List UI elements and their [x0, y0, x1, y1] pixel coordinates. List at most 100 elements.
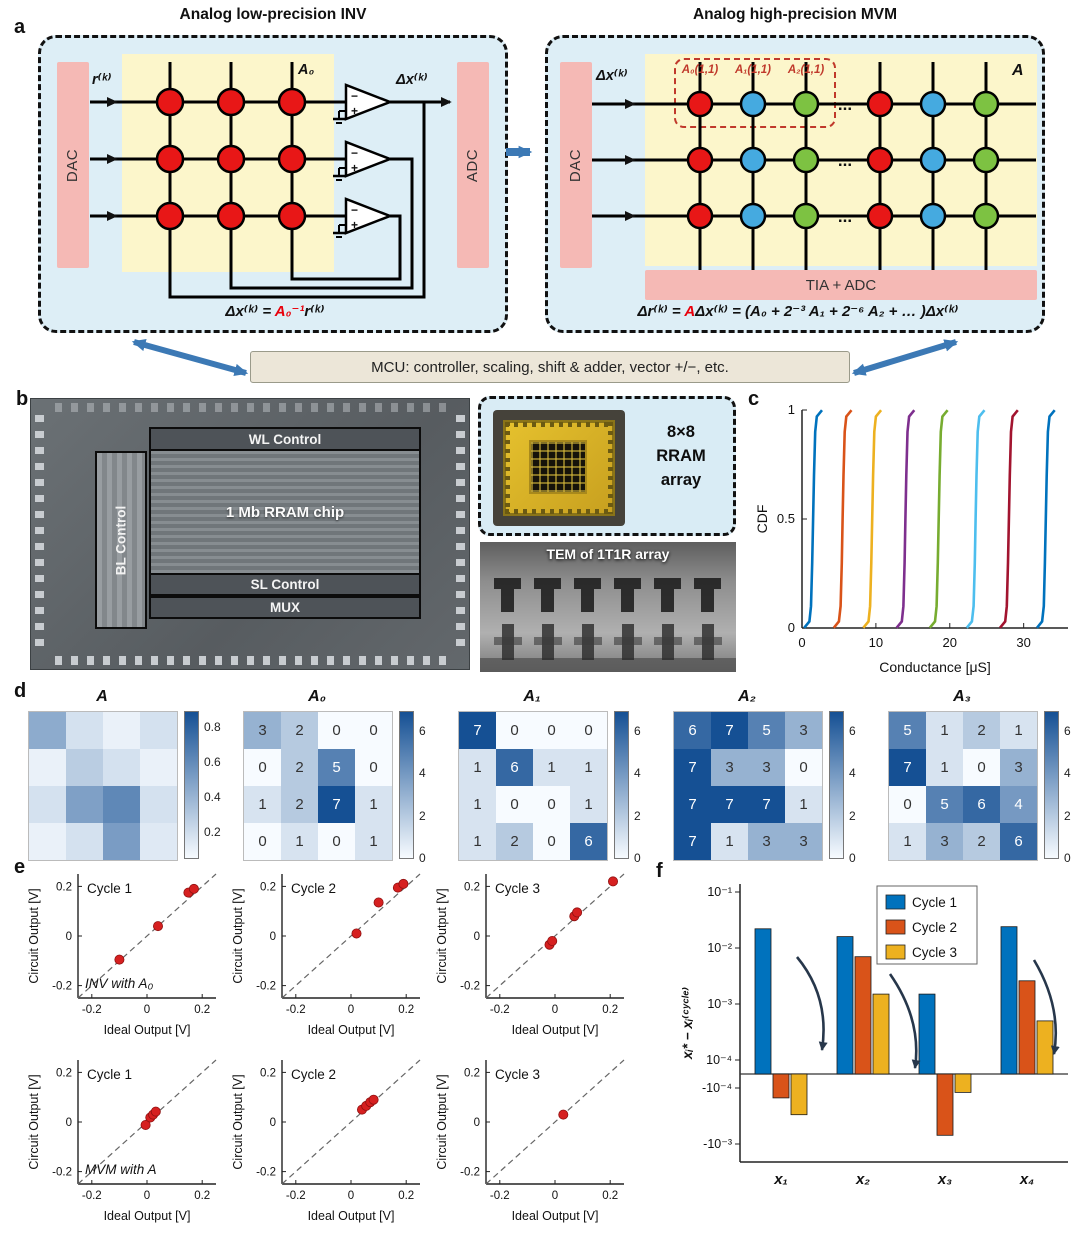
x-axis-title: Ideal Output [V]: [512, 1023, 599, 1037]
rram-caption-line3: array: [660, 470, 702, 489]
cdf-curve-level-1: [803, 409, 824, 629]
heatmap-cell: [140, 786, 177, 823]
heatmap-cell: 3: [785, 823, 822, 860]
circuit-wiring-svg: −+−+−+.........: [90, 62, 1036, 377]
heatmap-cell: 7: [711, 786, 748, 823]
wl-control-block: WL Control: [149, 427, 421, 451]
legend-label: Cycle 2: [912, 920, 957, 935]
heatmap-title: A: [96, 688, 108, 705]
panel-e-label: e: [14, 856, 26, 878]
heatmap-cell: 2: [281, 749, 318, 786]
colorbar-gradient: [614, 711, 629, 859]
tem-1t1r-cell: [614, 578, 641, 612]
y-axis-title: Circuit Output [V]: [435, 1074, 449, 1169]
rram-cell: [919, 90, 947, 118]
x-tick-label: 0.2: [602, 1190, 618, 1202]
y-tick-label: 0.2: [56, 1067, 72, 1079]
heatmap-cell: 1: [355, 823, 392, 860]
heatmap-cell: [140, 749, 177, 786]
x-tick-label: -0.2: [82, 1190, 102, 1202]
heatmap-cell: [29, 712, 66, 749]
y-axis-title: xᵢ* − xᵢ⁽ᶜʸᶜˡᵉ⁾: [680, 987, 695, 1060]
heatmap-cell: 1: [459, 749, 496, 786]
colorbar-gradient: [829, 711, 844, 859]
y-axis-title: Circuit Output [V]: [435, 888, 449, 983]
x-tick-label: -0.2: [82, 1004, 102, 1016]
cdf-curve-level-3: [862, 409, 883, 629]
heatmap-cell: [66, 786, 103, 823]
cdf-curve-level-8: [1035, 409, 1056, 629]
heatmap-cell: 5: [926, 786, 963, 823]
mcu-box: MCU: controller, scaling, shift & adder,…: [250, 351, 850, 383]
op-amp-plus: +: [351, 218, 358, 232]
bl-control-block: BL Control: [95, 451, 147, 629]
bar-cycle-2: [772, 1073, 790, 1099]
x-tick-label: 0: [144, 1190, 150, 1202]
mvm-circuit-title: Analog high-precision MVM: [692, 6, 898, 23]
heatmap-cell: 7: [459, 712, 496, 749]
bar-cycle-3: [1036, 1020, 1054, 1075]
method-annotation: MVM with A: [85, 1162, 157, 1177]
heatmap-title: A₂: [738, 688, 756, 705]
y-tick-label: -0.2: [256, 1167, 276, 1179]
tem-contact-bar: [614, 637, 642, 645]
bar-cycle-2: [854, 956, 872, 1075]
heatmap-title: A₁: [523, 688, 541, 705]
cdf-curve-level-6: [965, 409, 986, 629]
y-tick-label: 10⁻¹: [707, 885, 732, 899]
colorbar-tick-label: 0: [849, 851, 856, 865]
cdf-curve-level-2: [832, 409, 853, 629]
identity-line: [281, 873, 421, 999]
data-point: [373, 897, 384, 908]
op-amp-plus: +: [351, 104, 358, 118]
cycle-annotation: Cycle 2: [291, 1067, 336, 1082]
trend-arrow: [888, 973, 921, 1069]
mcu-left-arrow: [131, 338, 249, 377]
y-tick-label: 0.5: [777, 511, 795, 526]
ellipsis-label: ...: [838, 207, 852, 226]
a-matrix-label: A: [1012, 62, 1024, 79]
colorbar-tick-label: 0.4: [204, 790, 221, 805]
mvm-eq-a-term: A: [684, 303, 696, 320]
mvm-eq-rhs: Δx⁽ᵏ⁾ = (A₀ + 2⁻³ A₁ + 2⁻⁶ A₂ + … )Δx⁽ᵏ⁾: [695, 303, 959, 320]
heatmap-cell: 7: [674, 749, 711, 786]
y-axis-title: Circuit Output [V]: [27, 888, 41, 983]
colorbar-tick-label: 2: [419, 808, 426, 823]
cycle-annotation: Cycle 2: [291, 881, 336, 896]
y-tick-label: 0: [66, 931, 72, 943]
x-tick-label: 0: [348, 1004, 354, 1016]
heatmap-cell: 7: [318, 786, 355, 823]
heatmap-cell: 7: [674, 823, 711, 860]
rram-array-photo-box: 8×8 RRAM array: [478, 396, 736, 536]
rram-cell-red: [216, 87, 246, 117]
tia-adc-label: TIA + ADC: [805, 276, 877, 294]
colorbar-tick-label: 4: [849, 766, 856, 781]
identity-line: [77, 873, 217, 999]
x-tick-label: 20: [943, 635, 957, 650]
cycle-annotation: Cycle 1: [87, 881, 132, 896]
identity-line: [281, 1059, 421, 1185]
rram-cell: [739, 146, 767, 174]
rram-package-photo: [493, 410, 625, 526]
y-axis-title: Circuit Output [V]: [27, 1074, 41, 1169]
colorbar-tick-label: 0: [634, 851, 641, 865]
heatmap-cell: 3: [785, 712, 822, 749]
colorbar-tick-label: 0: [1064, 851, 1071, 865]
chip-micrograph: WL Control BL Control 1 Mb RRAM chip SL …: [30, 398, 470, 670]
tem-1t1r-cell: [534, 578, 561, 612]
rram-cell: [919, 146, 947, 174]
rram-cell-red: [155, 87, 185, 117]
x-category-label: x₂: [855, 1171, 870, 1188]
x-tick-label: 0: [348, 1190, 354, 1202]
bl-control-label: BL Control: [113, 505, 129, 575]
y-tick-label: 0.2: [260, 1067, 276, 1079]
rram-core-block: 1 Mb RRAM chip: [149, 451, 421, 573]
heatmap-cell: 1: [355, 786, 392, 823]
